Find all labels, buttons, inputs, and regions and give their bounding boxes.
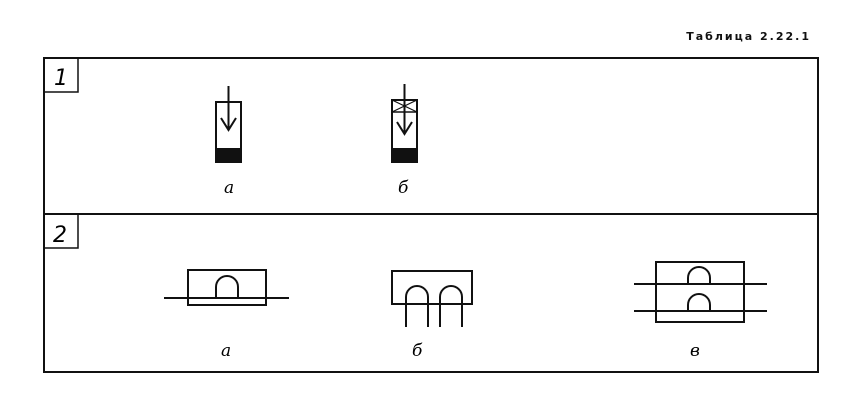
row-1-symbol-a (215, 86, 242, 163)
row-2-symbol-v (634, 261, 767, 323)
row-2-label-v: в (690, 341, 700, 361)
row-2-label-a: а (221, 341, 231, 361)
row-2-label-b: б (412, 341, 423, 361)
row-1-number-cell: 1 (44, 58, 79, 93)
row-1-symbol-b (391, 84, 418, 163)
row-2-number-cell: 2 (44, 214, 79, 249)
row-1-label-b: б (398, 178, 409, 198)
row-2-number: 2 (53, 223, 67, 248)
table-title: Таблица 2.22.1 (686, 30, 811, 43)
row-1-label-a: а (224, 178, 234, 198)
row-2-symbol-b (391, 270, 473, 327)
row-2-symbol-a (164, 269, 289, 306)
row-1-number: 1 (54, 66, 68, 91)
